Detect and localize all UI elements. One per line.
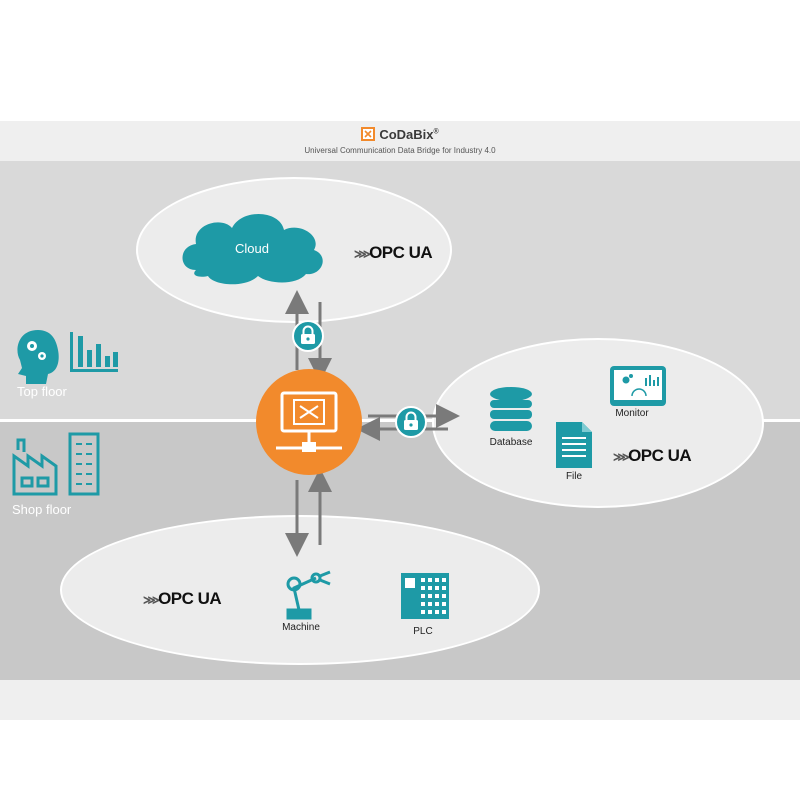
brand-mark: ® bbox=[433, 128, 439, 136]
file-icon bbox=[556, 422, 592, 468]
page-title: CoDaBix® bbox=[0, 127, 800, 142]
monitor-label: Monitor bbox=[615, 408, 649, 419]
lock-icon bbox=[292, 320, 324, 352]
bar-chart-icon bbox=[70, 332, 118, 372]
factory-icon bbox=[12, 432, 100, 496]
opc-ua-text: OPC UA bbox=[369, 243, 433, 262]
opc-ua-logo: ⋙OPC UA bbox=[613, 446, 692, 465]
plc-label: PLC bbox=[413, 626, 433, 637]
page-subtitle: Universal Communication Data Bridge for … bbox=[304, 146, 496, 155]
opc-ua-logo: ⋙OPC UA bbox=[143, 589, 222, 608]
database-label: Database bbox=[489, 437, 533, 448]
shop-floor-label: Shop floor bbox=[12, 502, 72, 517]
head-gears-icon bbox=[17, 330, 59, 384]
top-floor-label: Top floor bbox=[17, 384, 67, 399]
monitor-icon bbox=[610, 366, 666, 406]
lock-icon bbox=[395, 406, 427, 438]
footer-band bbox=[0, 680, 800, 720]
opc-ua-text: OPC UA bbox=[158, 589, 222, 608]
server-icon bbox=[256, 369, 362, 475]
codabix-logo-icon bbox=[361, 127, 376, 141]
endpoints-ellipse bbox=[432, 338, 764, 508]
machine-label: Machine bbox=[282, 622, 320, 633]
opc-ua-logo: ⋙OPC UA bbox=[354, 243, 433, 262]
header-band bbox=[0, 121, 800, 161]
cloud-icon bbox=[182, 213, 323, 285]
plc-icon bbox=[401, 573, 449, 619]
brand-name: CoDaBix bbox=[379, 127, 434, 142]
cloud-label: Cloud bbox=[235, 241, 269, 256]
file-label: File bbox=[565, 471, 583, 482]
opc-ua-text: OPC UA bbox=[628, 446, 692, 465]
database-icon bbox=[490, 387, 532, 431]
robot-arm-icon bbox=[286, 570, 331, 620]
